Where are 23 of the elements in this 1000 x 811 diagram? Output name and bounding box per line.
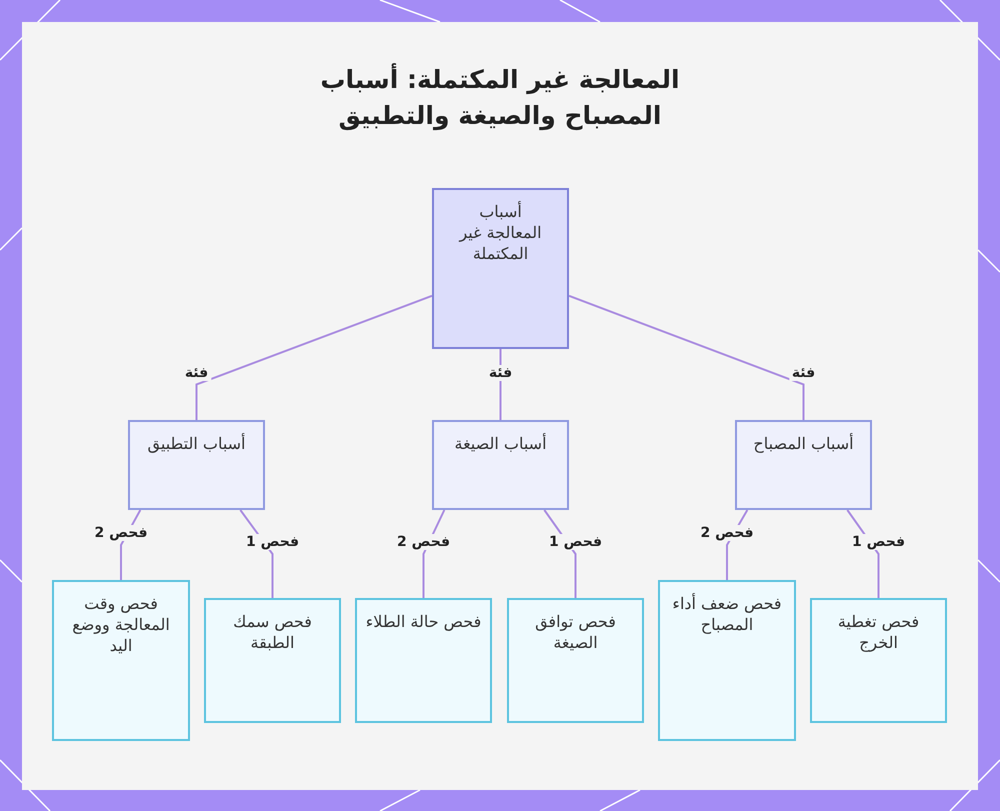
connector <box>568 294 804 420</box>
check-box <box>658 580 796 741</box>
node-text: أسباب المصباح <box>753 434 854 455</box>
node-text: فحص حالة الطلاء <box>366 612 482 633</box>
check-box <box>810 598 947 723</box>
root-box <box>432 188 569 349</box>
node-text: فحص تغطية الخرج <box>836 612 920 654</box>
node-text: فحص سمك الطبقة <box>232 612 313 654</box>
connector <box>196 294 432 420</box>
node-text: أسباب التطبيق <box>148 434 246 455</box>
check-box <box>204 598 341 723</box>
check-box <box>52 580 190 741</box>
category-box <box>735 420 872 510</box>
node-text: أسباب المعالجة غير المكتملة <box>458 202 543 264</box>
node-text: فحص ضعف أداء المصباح <box>671 594 783 636</box>
category-box <box>432 420 569 510</box>
node-text: أسباب الصيغة <box>454 434 547 455</box>
check-box <box>355 598 492 723</box>
node-text: فحص توافق الصيغة <box>534 612 617 654</box>
check-box <box>507 598 644 723</box>
title: المعالجة غير المكتملة: أسباب المصباح والصيغة والتطبيق <box>319 62 681 132</box>
node-text: فحص وقت المعالجة ووضع اليد <box>71 594 171 656</box>
category-box <box>128 420 265 510</box>
